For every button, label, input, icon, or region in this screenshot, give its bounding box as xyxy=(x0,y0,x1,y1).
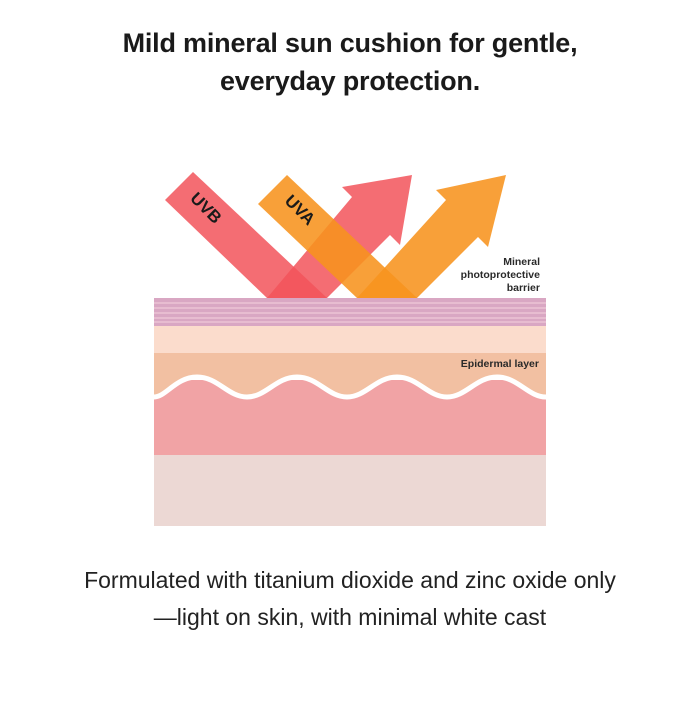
skin-base-layer xyxy=(154,448,546,526)
headline-line-1: Mild mineral sun cushion for gentle, xyxy=(122,28,578,58)
barrier-label-line-1: Mineral xyxy=(503,256,540,268)
wavy-boundary-line xyxy=(154,374,546,400)
uva-incoming-band xyxy=(258,175,417,298)
upper-skin-layer xyxy=(154,326,546,353)
uva-reflected-arrow xyxy=(357,175,506,298)
caption-line-2: —light on skin, with minimal white cast xyxy=(153,604,547,630)
skin-layers xyxy=(154,298,546,526)
uv-rays: UVB UVA xyxy=(165,172,506,298)
uvb-incoming-band xyxy=(165,172,327,298)
caption-line-1: Formulated with titanium dioxide and zin… xyxy=(84,567,616,593)
barrier-stripes xyxy=(154,302,546,323)
barrier-label: Mineral photoprotective barrier xyxy=(461,256,540,294)
barrier-label-line-2: photoprotective xyxy=(461,269,540,281)
headline: Mild mineral sun cushion for gentle, eve… xyxy=(0,24,700,100)
headline-line-2: everyday protection. xyxy=(219,66,481,96)
caption: Formulated with titanium dioxide and zin… xyxy=(0,562,700,636)
epidermal-layer-label: Epidermal layer xyxy=(461,358,539,370)
barrier-label-line-3: barrier xyxy=(507,282,540,294)
epidermal-layer xyxy=(154,353,546,397)
